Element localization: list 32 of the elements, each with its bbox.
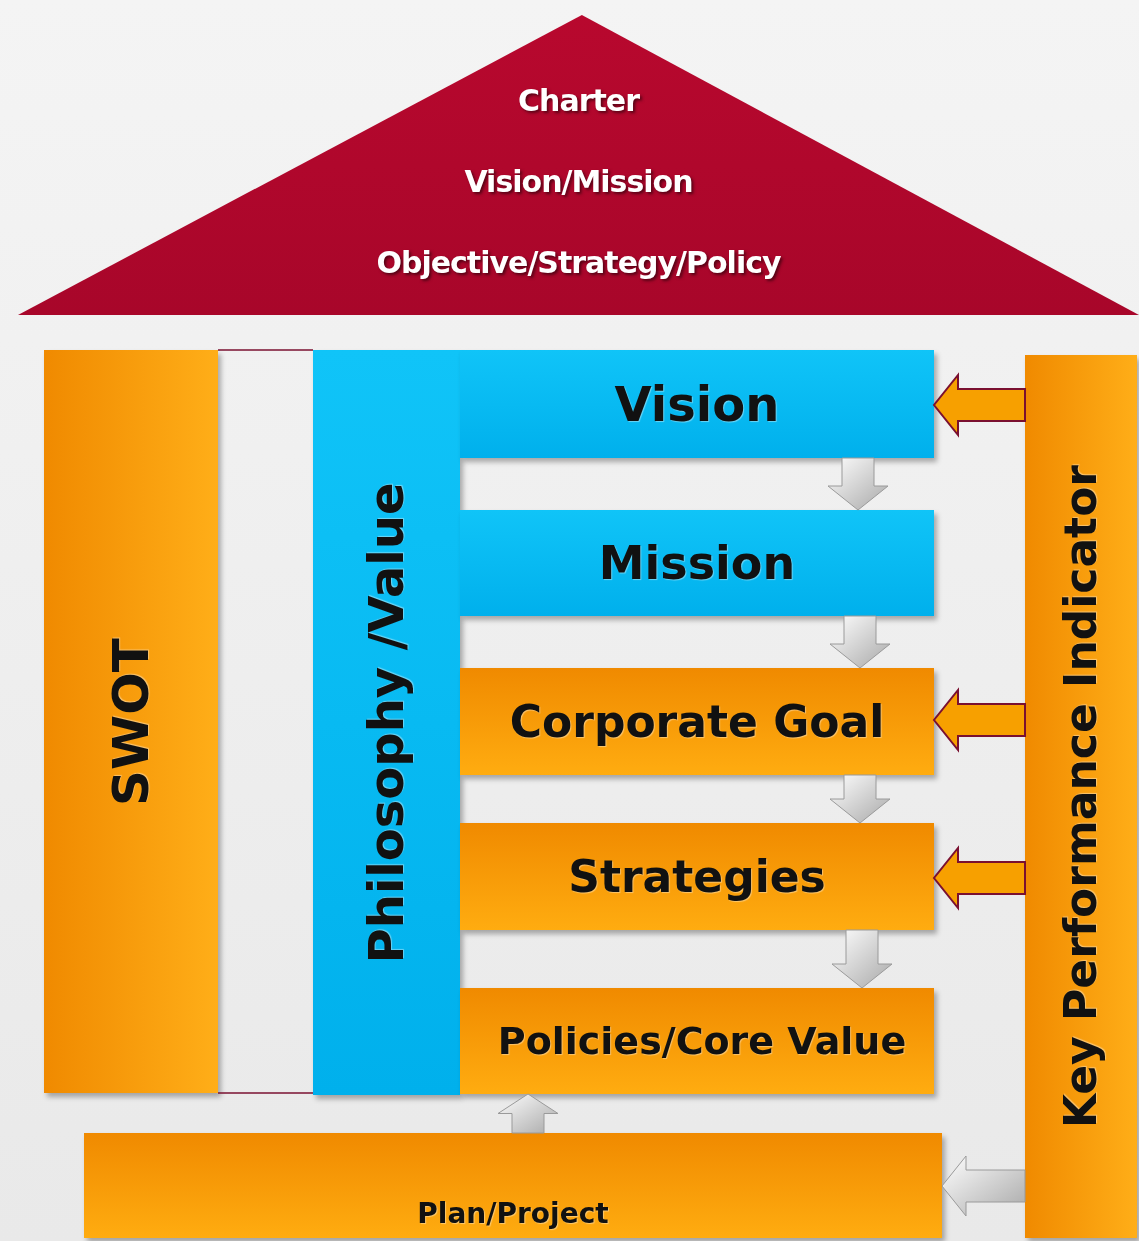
block-arrow <box>497 1093 559 1134</box>
vertical-label: Key Performance Indicator <box>1055 464 1107 1129</box>
vertical-label: Philosophy /Value <box>358 482 415 963</box>
block-arrow <box>941 1155 1026 1217</box>
block-arrow <box>831 929 893 989</box>
pillar-column <box>1025 355 1137 1238</box>
box-label: Corporate Goal <box>509 696 885 747</box>
block-arrow <box>932 687 1026 753</box>
box-label: Mission <box>598 536 796 590</box>
tier-box <box>460 668 934 775</box>
box-label: Vision <box>614 376 780 432</box>
block-arrow <box>932 372 1026 438</box>
tier-box <box>460 988 934 1094</box>
block-arrow <box>827 457 889 511</box>
pillar-column <box>44 350 218 1093</box>
box-label: Strategies <box>568 851 826 902</box>
block-arrow <box>829 615 891 669</box>
connector-line <box>217 349 314 351</box>
connector-line <box>217 1092 314 1094</box>
block-arrow <box>932 845 1026 911</box>
tier-box <box>84 1133 942 1238</box>
pillar-column <box>313 350 460 1095</box>
box-label: Plan/Project <box>417 1195 609 1230</box>
roof-label: Charter <box>518 83 639 118</box>
box-label: Policies/Core Value <box>496 1019 907 1063</box>
tier-box <box>460 510 934 616</box>
roof-label: Vision/Mission <box>464 164 693 199</box>
roof-label: Objective/Strategy/Policy <box>376 245 781 280</box>
vertical-label: SWOT <box>102 637 160 806</box>
tier-box <box>460 823 934 930</box>
block-arrow <box>829 774 891 824</box>
tier-box <box>460 350 934 458</box>
